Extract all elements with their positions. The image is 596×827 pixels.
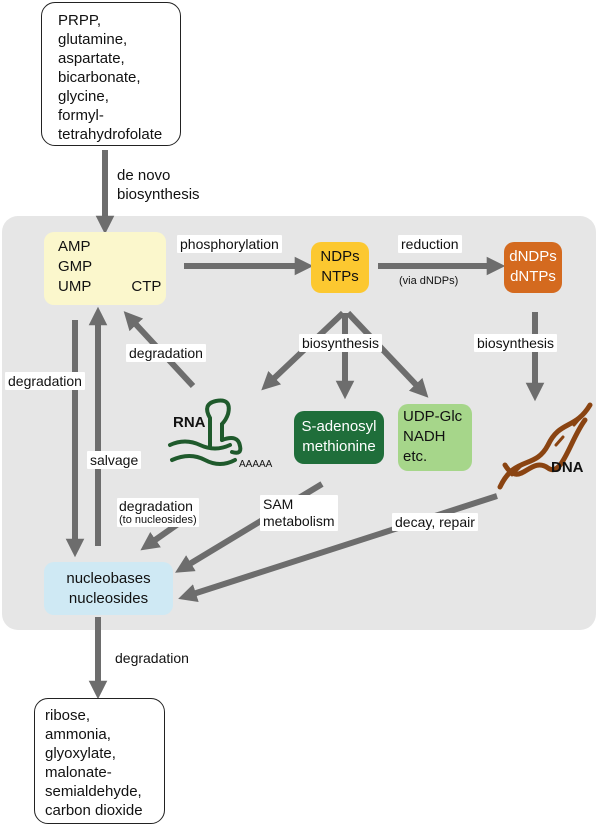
- ndps-label: NDPs: [320, 248, 360, 265]
- salvage-label: salvage: [87, 451, 142, 469]
- input-line: aspartate,: [58, 50, 125, 67]
- degradation-nucleosides-line: degradation: [119, 498, 193, 514]
- input-line: bicarbonate,: [58, 69, 141, 86]
- dna-label: DNA: [551, 459, 584, 476]
- sam-node: S-adenosyl methionine: [294, 411, 384, 464]
- dntps-label: dNTPs: [510, 268, 556, 285]
- sam-line: methionine: [302, 438, 376, 455]
- nucleosides-node: nucleobases nucleosides: [44, 562, 173, 615]
- biosynthesis-center-label: biosynthesis: [299, 334, 383, 352]
- amp-label: AMP: [58, 238, 91, 255]
- output-line: carbon dioxide: [45, 802, 143, 819]
- dndp-dntp-node: dNDPs dNTPs: [504, 242, 562, 293]
- phosphorylation-label: phosphorylation: [177, 235, 282, 253]
- output-line: semialdehyde,: [45, 783, 142, 800]
- ndp-ntp-node: NDPs NTPs: [311, 242, 369, 293]
- decay-repair-label: decay, repair: [392, 513, 478, 531]
- dndps-label: dNDPs: [509, 248, 557, 265]
- de-novo-label: de novo biosynthesis: [114, 165, 203, 205]
- sam-metabolism-line: metabolism: [263, 513, 335, 529]
- ntps-label: NTPs: [321, 268, 359, 285]
- input-line: glutamine,: [58, 31, 128, 48]
- udp-line: NADH: [403, 428, 446, 445]
- poly-a-label: AAAAA: [239, 459, 273, 470]
- degradation-left-label: degradation: [5, 372, 85, 390]
- inputs-box: PRPP, glutamine, aspartate, bicarbonate,…: [41, 2, 181, 146]
- arrow-biosynthesis-udp: [345, 310, 429, 398]
- to-nucleosides-line: (to nucleosides): [119, 514, 197, 526]
- sam-metabolism-line: SAM: [263, 496, 294, 512]
- dna-icon: [497, 402, 593, 490]
- outputs-box: ribose, ammonia, glyoxylate, malonate- s…: [34, 698, 165, 824]
- input-line: tetrahydrofolate: [58, 126, 163, 143]
- degradation-nucleosides-label: degradation (to nucleosides): [117, 498, 199, 527]
- input-line: PRPP,: [58, 12, 102, 29]
- ctp-label: CTP: [131, 278, 162, 295]
- input-line: glycine,: [58, 88, 109, 105]
- sam-line: S-adenosyl: [301, 418, 377, 435]
- reduction-label: reduction: [398, 235, 462, 253]
- output-line: ammonia,: [45, 726, 111, 743]
- udp-line: etc.: [403, 448, 428, 465]
- nucleosides-label: nucleosides: [68, 590, 149, 607]
- udp-line: UDP-Glc: [403, 408, 463, 425]
- biosynthesis-right-label: biosynthesis: [474, 334, 558, 352]
- degradation-rna-label: degradation: [126, 344, 206, 362]
- output-line: glyoxylate,: [45, 745, 116, 762]
- ump-label: UMP: [58, 278, 92, 295]
- sam-metabolism-label: SAM metabolism: [260, 495, 338, 531]
- rna-icon: [168, 398, 243, 466]
- ump-ctp-row: UMP CTP: [58, 277, 166, 297]
- rna-label: RNA: [173, 414, 206, 431]
- degradation-bottom-label: degradation: [115, 650, 189, 666]
- output-line: malonate-: [45, 764, 112, 781]
- de-novo-line: biosynthesis: [117, 186, 200, 203]
- udp-node: UDP-Glc NADH etc.: [398, 404, 472, 471]
- de-novo-line: de novo: [117, 167, 171, 184]
- nucleobases-label: nucleobases: [66, 570, 151, 587]
- output-line: ribose,: [45, 707, 91, 724]
- arrow-decay-repair: [178, 493, 498, 602]
- gmp-label: GMP: [58, 258, 93, 275]
- input-line: formyl-: [58, 107, 104, 124]
- via-dndps-label: (via dNDPs): [399, 275, 459, 287]
- nmp-node: AMP GMP UMP CTP: [44, 232, 166, 305]
